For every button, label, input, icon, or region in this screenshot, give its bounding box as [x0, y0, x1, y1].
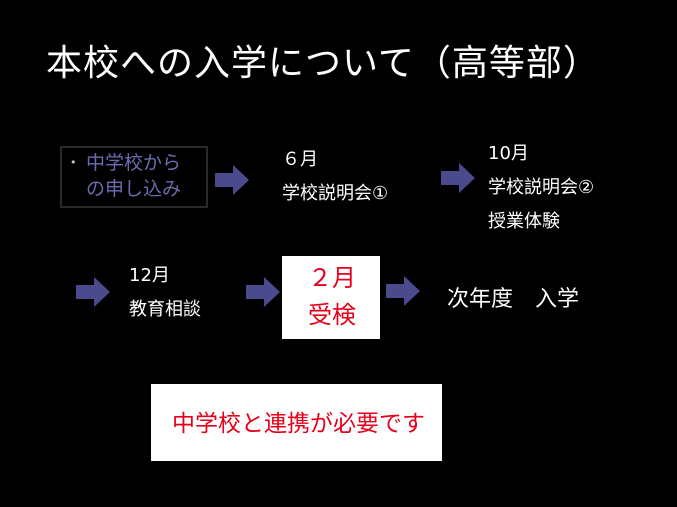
start-line-2: の申し込み: [86, 178, 182, 200]
slide-title: 本校への入学について（高等部）: [46, 43, 600, 84]
step-june: ６月 学校説明会①: [282, 143, 388, 211]
step-june-label: 学校説明会①: [282, 183, 389, 204]
exam-text: ２月 受検: [308, 260, 356, 334]
arrow-right-icon: [246, 277, 280, 307]
step-december-month: 12月: [129, 265, 170, 286]
arrow-right-icon: [76, 277, 110, 307]
exam-month: ２月: [308, 264, 356, 292]
exam-box: ２月 受検: [282, 256, 380, 339]
step-june-month: ６月: [282, 149, 318, 170]
step-october-label: 学校説明会②: [488, 177, 595, 198]
exam-label: 受検: [308, 301, 356, 329]
arrow-right-icon: [386, 276, 420, 306]
step-october-month: 10月: [488, 143, 529, 164]
step-october-sublabel: 授業体験: [488, 211, 560, 232]
note-text: 中学校と連携が必要です: [172, 411, 425, 437]
step-october: 10月 学校説明会② 授業体験: [488, 137, 594, 239]
final-step: 次年度 入学: [447, 287, 580, 312]
bullet-icon: •: [70, 156, 77, 169]
note-box: 中学校と連携が必要です: [151, 384, 442, 461]
start-line-1: 中学校から: [86, 152, 182, 174]
arrow-right-icon: [441, 163, 475, 193]
arrow-right-icon: [215, 165, 249, 195]
start-text: 中学校から の申し込み: [86, 150, 181, 202]
step-december-label: 教育相談: [129, 299, 201, 320]
step-december: 12月 教育相談: [129, 259, 201, 327]
start-box: • 中学校から の申し込み: [60, 146, 208, 208]
